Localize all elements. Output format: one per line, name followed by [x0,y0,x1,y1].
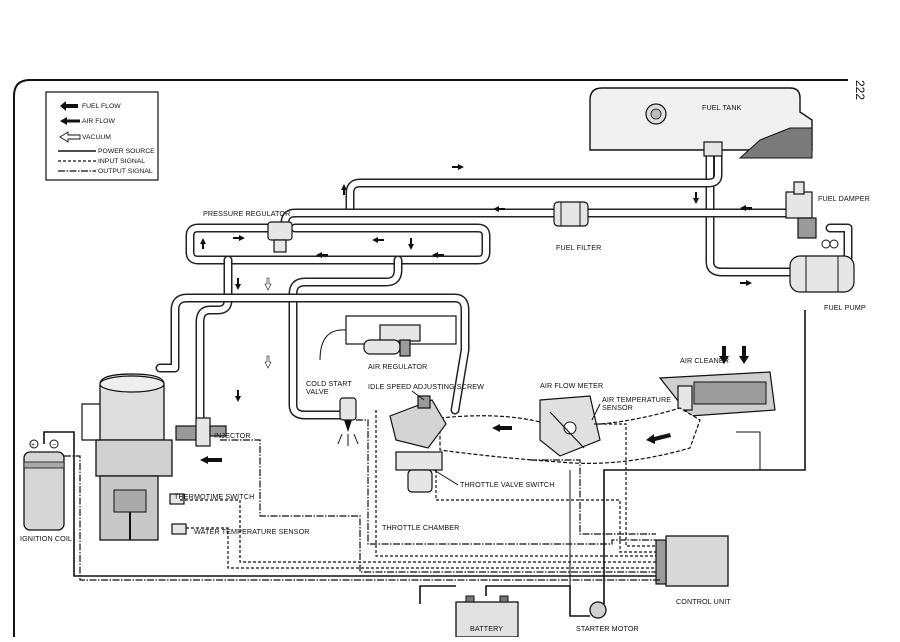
air-regulator [319,315,457,361]
label-air-flow-meter: AIR FLOW METER [540,381,603,390]
pressure-regulator [267,221,293,253]
battery [455,595,519,638]
water-temperature-sensor [171,523,187,535]
label-air-temperature-sensor: AIR TEMPERATURE [602,395,671,404]
legend-input-signal: INPUT SIGNAL [98,158,145,165]
legend-air-flow: AIR FLOW [82,118,115,125]
vacuum-arrow-icon [59,131,81,143]
ignition-coil: + − [23,439,65,531]
label-fuel-damper: FUEL DAMPER [818,194,870,203]
page-frame [13,79,848,637]
label-air-temperature-sensor-2: SENSOR [602,403,633,412]
injector [195,417,227,447]
legend-fuel-flow: FUEL FLOW [82,103,121,110]
label-air-regulator: AIR REGULATOR [368,362,427,371]
label-injector: INJECTOR [214,431,251,440]
label-air-cleaner: AIR CLEANER [680,356,729,365]
svg-text:−: − [52,442,56,449]
label-battery: BATTERY [470,624,503,633]
fuel-tank [589,87,813,159]
label-cold-start-valve-2: VALVE [306,387,329,396]
legend-power-source: POWER SOURCE [98,148,155,155]
wiring [43,310,806,617]
label-control-unit: CONTROL UNIT [676,597,731,606]
legend: FUEL FLOW AIR FLOW VACUUM POWER SOURCE I… [45,91,159,181]
cold-start-valve [337,397,359,446]
air-flow-arrow-icon [646,433,671,444]
air-cleaner [658,346,776,417]
label-fuel-tank: FUEL TANK [702,103,742,112]
label-idle-speed-adjusting-screw: IDLE SPEED ADJUSTING SCREW [368,382,484,391]
label-water-temperature-sensor: WATER TEMPERATURE SENSOR [194,527,310,536]
label-throttle-chamber: THROTTLE CHAMBER [382,523,459,532]
label-fuel-pump: FUEL PUMP [824,303,866,312]
label-fuel-filter: FUEL FILTER [556,243,601,252]
legend-vacuum: VACUUM [82,134,111,141]
svg-text:+: + [31,442,35,449]
fuel-damper [785,181,817,239]
page-number: 222 [853,80,867,100]
legend-output-signal: OUTPUT SIGNAL [98,168,153,175]
label-ignition-coil: IGNITION COIL [20,534,72,543]
thermotime-switch [169,493,185,505]
label-throttle-valve-switch: THROTTLE VALVE SWITCH [460,480,554,489]
label-thermotime-switch: THERMOTIME SWITCH [174,492,254,501]
fuel-pump [789,239,855,293]
air-flow-arrow-icon [60,117,80,125]
engine [81,373,205,541]
control-unit [655,535,729,587]
air-flow-meter [539,395,601,457]
label-pressure-regulator: PRESSURE REGULATOR [203,209,290,218]
starter-motor [589,601,607,619]
label-starter-motor: STARTER MOTOR [576,624,639,633]
throttle-chamber [389,395,447,493]
air-intake-arrow-icon [719,346,749,364]
fuel-flow-arrows [200,164,752,402]
label-cold-start-valve: COLD START [306,379,352,388]
fuel-flow-arrow-icon [60,101,78,111]
fuel-filter [553,201,589,227]
